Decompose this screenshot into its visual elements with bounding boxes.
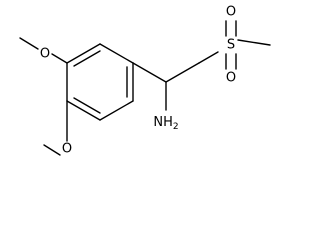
bond: [19, 37, 39, 50]
atom-label-sulfur: S: [227, 38, 235, 53]
ring-bond: [99, 43, 134, 64]
atom-label-oxygen: O: [62, 142, 72, 157]
side-chain: NH2: [132, 51, 219, 132]
ring-bond: [66, 100, 101, 121]
bond: [43, 144, 61, 156]
bond: [198, 51, 219, 64]
bond: [51, 53, 68, 64]
methoxy-group-top: O: [19, 37, 68, 64]
methoxy-group-bottom: O: [43, 100, 72, 157]
ring-double-bond: [73, 50, 101, 67]
benzene-ring: [66, 43, 134, 121]
bond: [237, 39, 271, 46]
bond: [132, 62, 167, 83]
ring-bond: [99, 100, 134, 121]
atom-label-oxygen: O: [226, 71, 236, 86]
ring-double-bond: [73, 97, 101, 114]
bond: [165, 62, 200, 83]
atom-label-oxygen: O: [226, 5, 236, 20]
atom-label-amine: NH2: [153, 115, 178, 132]
chemical-structure: O O NH2 S O O: [19, 5, 271, 157]
methylsulfonyl-group: S O O: [225, 5, 271, 86]
ring-bond: [66, 43, 101, 64]
atom-label-oxygen: O: [40, 47, 50, 62]
